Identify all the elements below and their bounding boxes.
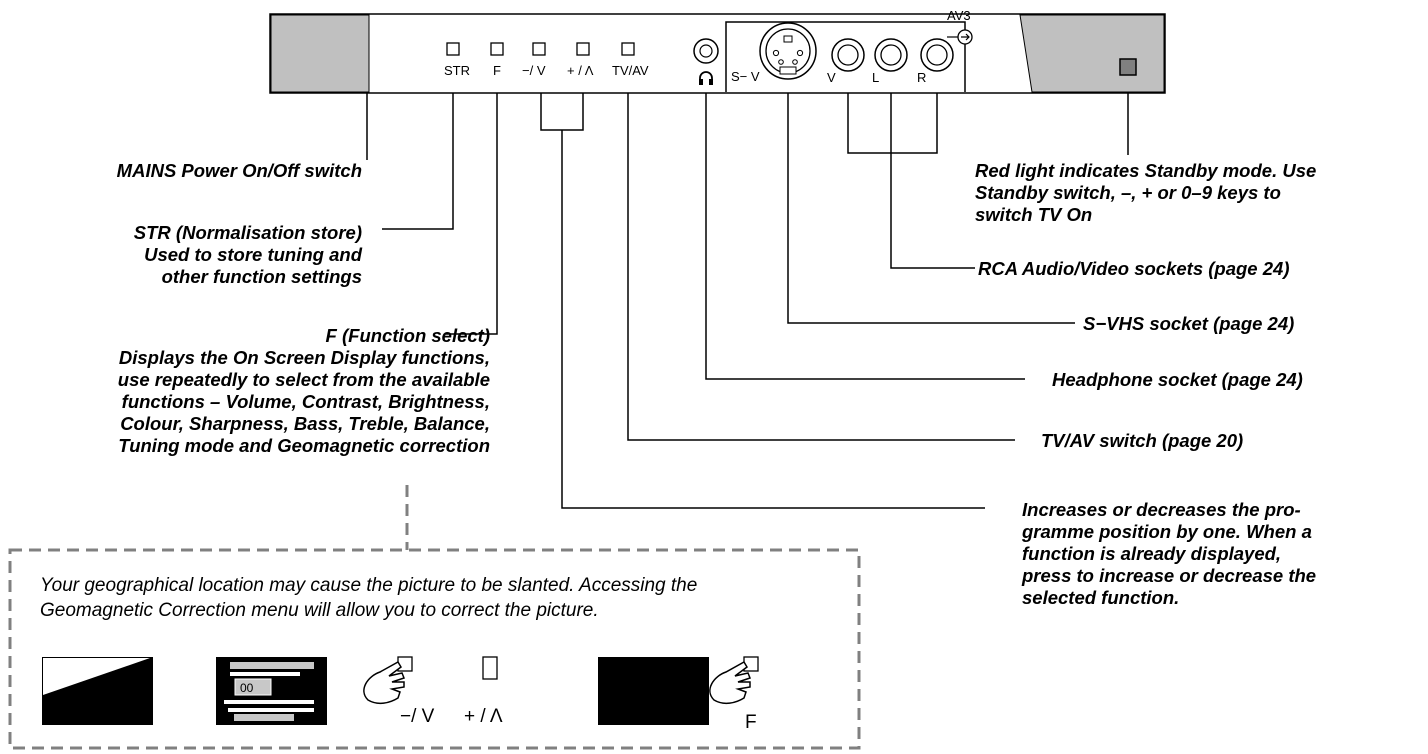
l-label: L <box>872 70 879 85</box>
leader-headphone <box>705 92 1025 380</box>
note-line-2: Geomagnetic Correction menu will allow y… <box>40 600 599 621</box>
mains-switch[interactable] <box>270 14 370 93</box>
minus-label: −/ V <box>522 63 546 78</box>
demo-plus-button <box>482 656 498 680</box>
demo-osd-menu: 00 <box>216 657 327 725</box>
headphone-callout: Headphone socket (page 24) <box>1052 369 1412 391</box>
updown-line-1: Increases or decreases the pro- <box>1022 499 1301 520</box>
f-callout: F (Function select) Displays the On Scre… <box>0 325 490 457</box>
updown-line-5: selected function. <box>1022 587 1180 608</box>
f-line-5: Colour, Sharpness, Bass, Treble, Balance… <box>120 413 490 434</box>
str-line-2: Used to store tuning and <box>144 244 362 265</box>
tvav-button[interactable] <box>621 42 635 56</box>
updown-line-2: gramme position by one. When a <box>1022 521 1312 542</box>
geomagnetic-note: Your geographical location may cause the… <box>40 573 697 623</box>
standby-line-3: switch TV On <box>975 204 1093 225</box>
demo-minus-label: −/ V <box>400 706 435 727</box>
v-label: V <box>827 70 836 85</box>
audio-right-socket[interactable] <box>920 38 954 72</box>
svideo-socket[interactable] <box>759 22 817 80</box>
svhs-line-1: S−VHS socket (page 24) <box>1083 313 1295 334</box>
plus-button[interactable] <box>576 42 590 56</box>
leader-svhs <box>787 77 1075 324</box>
str-line-1: STR (Normalisation store) <box>133 222 362 243</box>
hand-press-f-icon <box>709 656 759 705</box>
tvav-line-1: TV/AV switch (page 20) <box>1041 430 1244 451</box>
updown-line-4: press to increase or decrease the <box>1022 565 1317 586</box>
r-label: R <box>917 70 926 85</box>
leader-updown <box>540 80 985 509</box>
hand-press-minus-icon <box>363 656 413 705</box>
headphone-icon <box>699 71 713 85</box>
note-box <box>8 548 861 750</box>
str-line-3: other function settings <box>161 266 362 287</box>
str-button[interactable] <box>446 42 460 56</box>
demo-slanted-picture <box>42 657 153 725</box>
demo-corrected-picture <box>598 657 709 725</box>
f-label: F <box>493 63 501 78</box>
leader-tvav <box>627 80 1015 441</box>
leader-str <box>382 76 454 230</box>
demo-f-label: F <box>745 712 757 733</box>
f-line-2: Displays the On Screen Display functions… <box>118 347 490 368</box>
rca-line-1: RCA Audio/Video sockets (page 24) <box>978 258 1290 279</box>
mains-callout: MAINS Power On/Off switch <box>30 160 362 182</box>
note-dashed-frame <box>8 485 861 750</box>
leader-rca <box>847 86 975 269</box>
right-grey-panel <box>1019 14 1165 93</box>
socket-area-outline <box>725 21 966 92</box>
headphone-line-1: Headphone socket (page 24) <box>1052 369 1303 390</box>
plus-label: + / Λ <box>567 63 594 78</box>
f-button[interactable] <box>490 42 504 56</box>
standby-line-2: Standby switch, –, + or 0–9 keys to <box>975 182 1281 203</box>
svhs-callout: S−VHS socket (page 24) <box>1083 313 1413 335</box>
demo-plus-label: + / Λ <box>464 706 503 727</box>
svideo-label: S− V <box>731 69 760 84</box>
f-line-6: Tuning mode and Geomagnetic correction <box>118 435 490 456</box>
headphone-jack-inner <box>699 44 713 58</box>
mains-line-1: MAINS Power On/Off switch <box>116 160 362 181</box>
tvav-callout: TV/AV switch (page 20) <box>1041 430 1401 452</box>
standby-light <box>1119 58 1137 76</box>
standby-line-1: Red light indicates Standby mode. Use <box>975 160 1317 181</box>
audio-left-socket[interactable] <box>874 38 908 72</box>
tvav-label: TV/AV <box>612 63 649 78</box>
video-socket[interactable] <box>831 38 865 72</box>
str-label: STR <box>444 63 470 78</box>
minus-button[interactable] <box>532 42 546 56</box>
leader-f <box>445 76 498 335</box>
rca-callout: RCA Audio/Video sockets (page 24) <box>978 258 1418 280</box>
f-line-3: use repeatedly to select from the availa… <box>117 369 490 390</box>
str-callout: STR (Normalisation store) Used to store … <box>30 222 362 288</box>
updown-line-3: function is already displayed, <box>1022 543 1282 564</box>
av3-label: AV3 <box>947 8 971 23</box>
f-line-4: functions – Volume, Contrast, Brightness… <box>121 391 490 412</box>
note-line-1: Your geographical location may cause the… <box>40 575 698 596</box>
standby-callout: Red light indicates Standby mode. Use St… <box>975 160 1415 226</box>
f-line-1: F (Function select) <box>325 325 490 346</box>
tv-panel: STR F −/ V + / Λ TV/AV S− V <box>269 8 1166 94</box>
osd-value: 00 <box>240 681 254 695</box>
updown-callout: Increases or decreases the pro- gramme p… <box>1022 499 1422 609</box>
av-input-icon <box>947 29 973 45</box>
